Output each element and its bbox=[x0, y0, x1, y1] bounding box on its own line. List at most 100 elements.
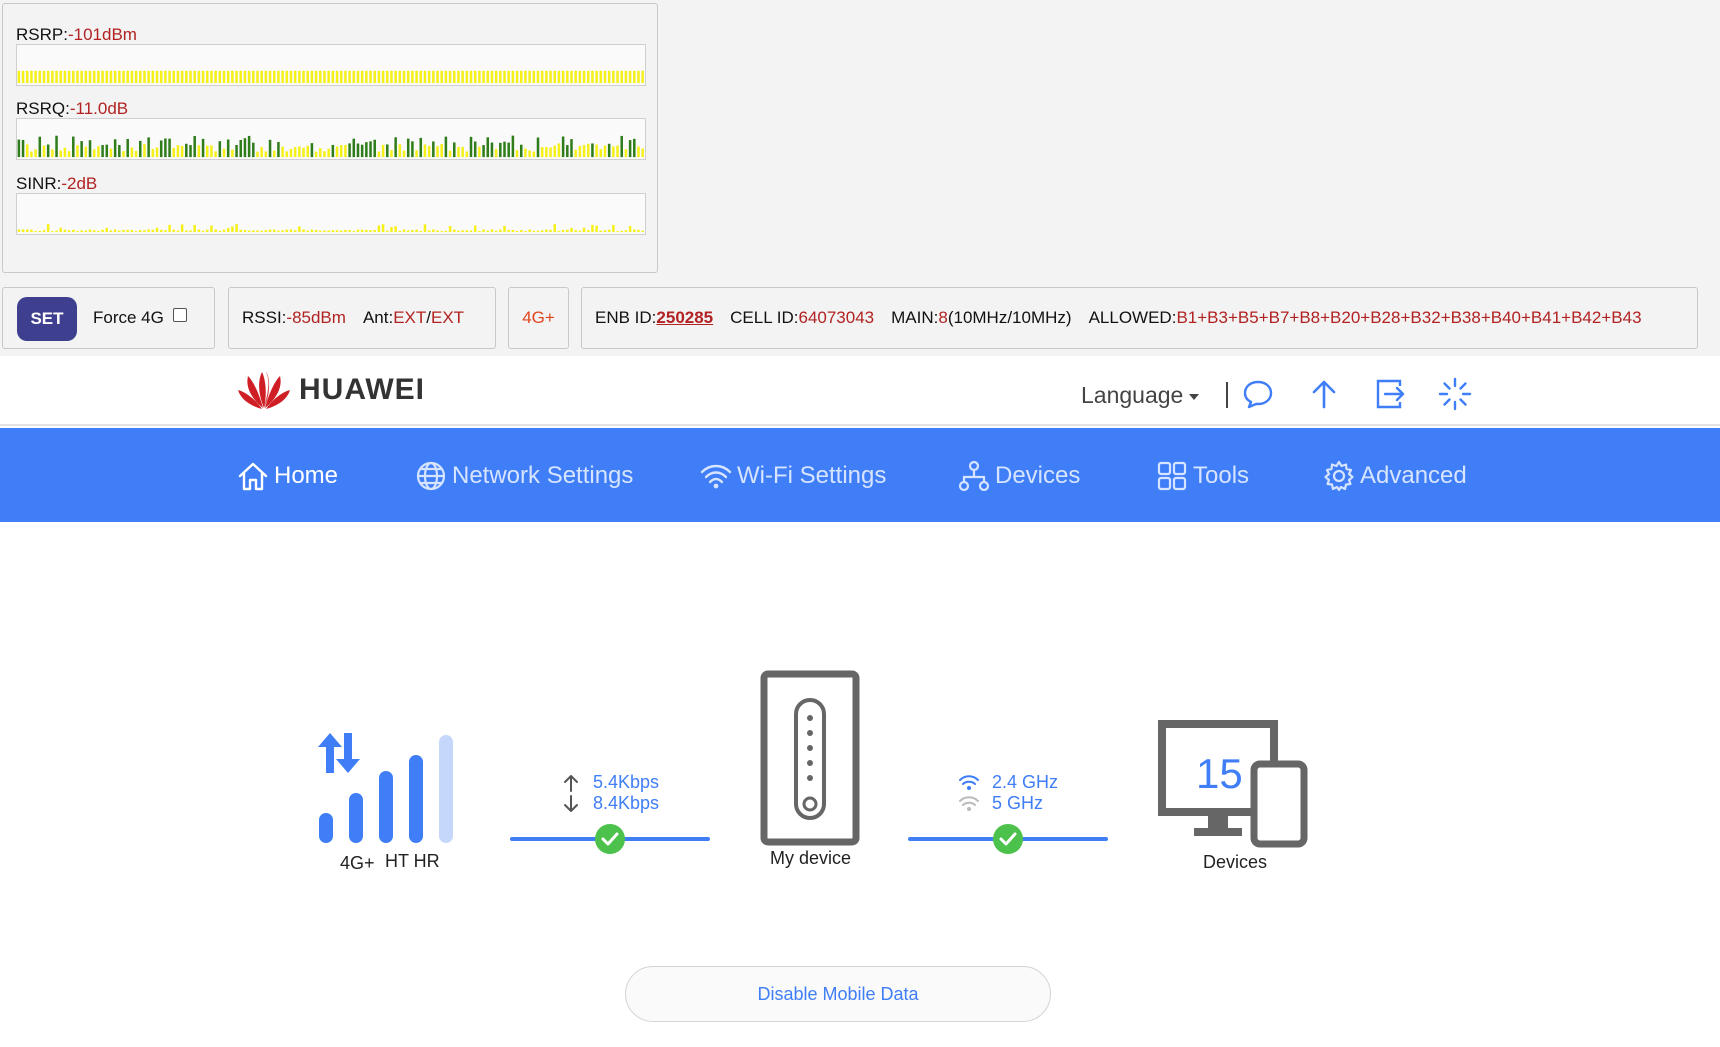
history-bar bbox=[448, 225, 452, 233]
history-bar bbox=[440, 143, 443, 158]
message-icon[interactable] bbox=[1240, 376, 1276, 412]
history-bar bbox=[586, 143, 590, 158]
history-bar bbox=[436, 70, 439, 84]
history-bar bbox=[63, 147, 67, 158]
history-bar bbox=[570, 70, 573, 84]
history-bar bbox=[402, 229, 406, 233]
rsrp-bars bbox=[17, 70, 644, 84]
history-bar bbox=[574, 230, 577, 233]
history-bar bbox=[172, 229, 176, 233]
history-bar bbox=[34, 70, 37, 84]
history-bar bbox=[72, 70, 75, 84]
history-bar bbox=[432, 70, 435, 84]
history-bar bbox=[130, 229, 134, 233]
history-bar bbox=[130, 70, 134, 84]
history-bar bbox=[503, 70, 506, 84]
nav-item-network-settings[interactable]: Network Settings bbox=[414, 458, 633, 494]
history-bar bbox=[448, 70, 452, 84]
history-bar bbox=[235, 145, 238, 158]
disable-mobile-data-button[interactable]: Disable Mobile Data bbox=[625, 966, 1051, 1022]
history-bar bbox=[201, 138, 205, 158]
history-bar bbox=[281, 230, 284, 233]
history-bar bbox=[319, 230, 322, 233]
history-bar bbox=[394, 226, 397, 233]
history-bar bbox=[327, 230, 330, 233]
history-bar bbox=[197, 70, 201, 84]
history-bar bbox=[356, 143, 360, 158]
history-bar bbox=[193, 136, 196, 158]
history-bar bbox=[285, 151, 289, 158]
history-bar bbox=[365, 229, 368, 233]
history-bar bbox=[268, 139, 272, 158]
history-bar bbox=[101, 70, 104, 84]
wifi-24-icon bbox=[959, 774, 979, 790]
history-bar bbox=[532, 70, 536, 84]
history-bar bbox=[641, 230, 644, 233]
network-icon bbox=[958, 460, 990, 492]
loading-icon[interactable] bbox=[1437, 376, 1473, 412]
router-icon[interactable] bbox=[760, 670, 860, 846]
network-type-label: 4G+ bbox=[340, 853, 375, 873]
history-bar bbox=[469, 136, 473, 158]
history-bar bbox=[507, 70, 510, 84]
history-bar bbox=[637, 146, 640, 158]
history-bar bbox=[524, 70, 527, 84]
history-bar bbox=[591, 224, 594, 233]
force-4g-checkbox[interactable] bbox=[173, 308, 187, 322]
history-bar bbox=[143, 144, 146, 158]
wifi-icon bbox=[700, 464, 732, 489]
history-bar bbox=[444, 136, 448, 158]
history-bar bbox=[390, 70, 393, 84]
history-bar bbox=[427, 230, 431, 233]
history-bar bbox=[519, 70, 523, 84]
history-bar bbox=[134, 150, 138, 158]
logout-icon[interactable] bbox=[1372, 376, 1408, 412]
history-bar bbox=[453, 70, 456, 84]
history-bar bbox=[553, 145, 557, 158]
nav-item-wifi-settings[interactable]: Wi-Fi Settings bbox=[699, 458, 886, 494]
enb-id-label: ENB ID: bbox=[595, 308, 657, 327]
history-bar bbox=[285, 229, 289, 233]
history-bar bbox=[239, 140, 243, 158]
history-bar bbox=[201, 70, 205, 84]
history-bar bbox=[423, 144, 427, 158]
nav-item-advanced[interactable]: Advanced bbox=[1322, 458, 1467, 494]
nav-item-tools[interactable]: Tools bbox=[1155, 458, 1249, 494]
history-bar bbox=[302, 70, 305, 84]
history-bar bbox=[540, 147, 544, 158]
connected-devices[interactable]: 15 bbox=[1158, 720, 1308, 848]
history-bar bbox=[92, 70, 96, 84]
history-bar bbox=[499, 142, 502, 158]
nav-item-home[interactable]: Home bbox=[236, 458, 338, 494]
history-bar bbox=[465, 151, 469, 158]
history-bar bbox=[457, 230, 460, 233]
history-bar bbox=[63, 229, 67, 233]
history-bar bbox=[549, 70, 552, 84]
rsrp-label: RSRP:-101dBm bbox=[16, 25, 137, 44]
history-bar bbox=[390, 150, 393, 158]
history-bar bbox=[151, 229, 155, 233]
signal-strength-icon[interactable] bbox=[317, 733, 463, 845]
history-bar bbox=[17, 229, 21, 233]
history-bar bbox=[97, 230, 100, 233]
set-button[interactable]: SET bbox=[17, 297, 77, 341]
upload-icon[interactable] bbox=[1306, 376, 1342, 412]
history-bar bbox=[59, 227, 62, 233]
history-bar bbox=[122, 230, 125, 233]
history-bar bbox=[51, 70, 54, 84]
history-bar bbox=[180, 70, 184, 84]
history-bar bbox=[511, 70, 515, 84]
history-bar bbox=[348, 143, 351, 158]
history-bar bbox=[628, 70, 632, 84]
history-bar bbox=[256, 230, 259, 233]
history-bar bbox=[88, 70, 92, 84]
language-dropdown[interactable]: Language bbox=[1081, 382, 1200, 409]
history-bar bbox=[147, 229, 150, 233]
enb-id-link[interactable]: 250285 bbox=[656, 308, 714, 327]
history-bar bbox=[185, 230, 188, 233]
history-bar bbox=[603, 145, 607, 158]
history-bar bbox=[180, 224, 184, 233]
history-bar bbox=[277, 70, 280, 84]
nav-item-devices[interactable]: Devices bbox=[957, 458, 1080, 494]
history-bar bbox=[419, 137, 423, 158]
